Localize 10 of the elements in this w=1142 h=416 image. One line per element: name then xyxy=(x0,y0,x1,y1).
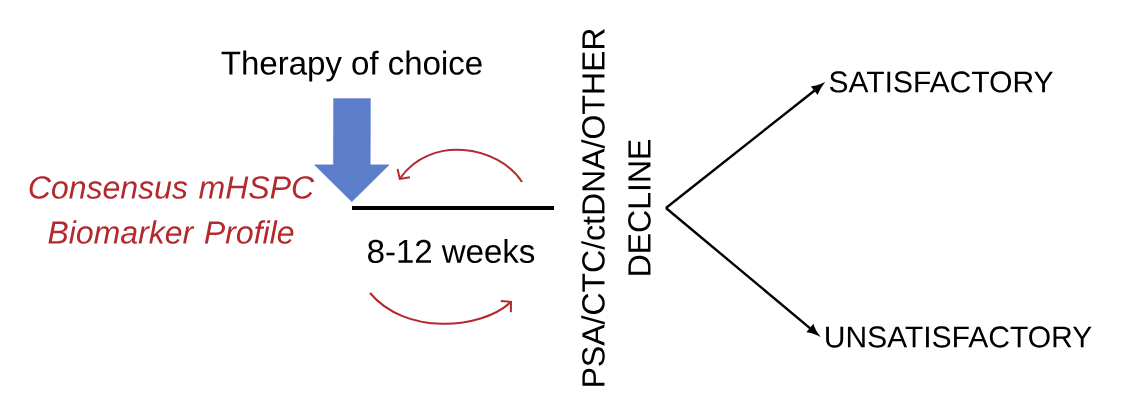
arrow xyxy=(665,83,823,209)
outcome-label: SATISFACTORY xyxy=(829,71,1053,93)
outcome-label: UNSATISFACTORY xyxy=(826,326,1092,348)
text-label: Consensus mHSPC Biomarker Profile xyxy=(29,176,315,244)
vertical-text: PSA/CTC/ctDNA/OTHER DECLINE xyxy=(581,29,651,386)
text-label: Therapy of choice xyxy=(221,50,482,82)
timeline-bar xyxy=(352,206,554,210)
block-arrow xyxy=(314,98,390,202)
duration-label: 8-12 weeks xyxy=(368,238,535,264)
arrow xyxy=(665,207,819,336)
